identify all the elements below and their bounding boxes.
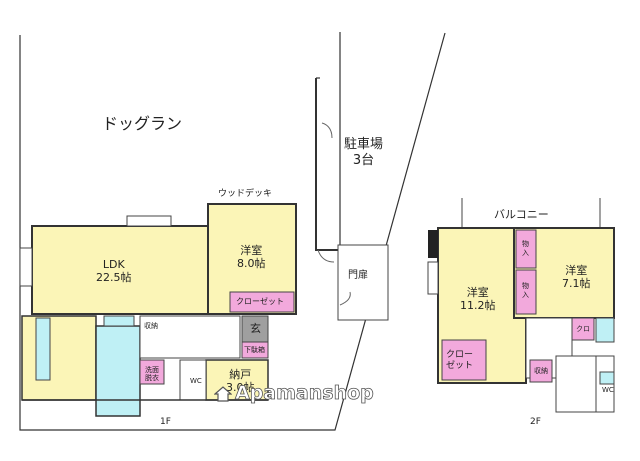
gate-label: 門扉 [348, 270, 368, 281]
wc-2f-label: WC [602, 386, 614, 394]
closet-1f [229, 291, 295, 313]
ldk-size: 22.5帖 [96, 271, 132, 284]
parking-title: 駐車場 [344, 137, 384, 152]
storeroom-size: 3.0帖 [226, 381, 255, 394]
storeroom-name: 納戸 [229, 368, 252, 381]
closet-small-2f-label: クロ [576, 325, 590, 333]
shoe-box-label: 下駄箱 [244, 346, 265, 354]
dog-run-label: ドッグラン [102, 114, 183, 133]
floor-1-label: 1F [160, 417, 171, 427]
western-room-2f-a-name: 洋室 [466, 286, 489, 299]
western-room-2f-b-label: 洋室 7.1帖 [562, 264, 591, 290]
storage-2f-b-label: 物入 [522, 282, 529, 299]
western-room-2f-a-label: 洋室 11.2帖 [460, 286, 496, 312]
storage-2f-a-label: 物入 [522, 240, 529, 257]
shoe-box [241, 341, 269, 359]
apamanshop-watermark: Apamanshop [213, 382, 375, 404]
ldk-label: LDK 22.5帖 [96, 258, 132, 284]
western-room-1f-size: 8.0帖 [237, 257, 266, 270]
closet-small-2f [571, 317, 595, 341]
storage-2f-a [515, 229, 537, 269]
storage-2f-c-label: 収納 [534, 367, 548, 375]
storage-2f-b [515, 269, 537, 315]
washroom-label: 洗面脱衣 [145, 366, 159, 382]
balcony-label: バルコニー [494, 208, 549, 221]
ldk-name: LDK [102, 258, 125, 271]
western-room-1f-label: 洋室 8.0帖 [237, 244, 266, 270]
closet-2f-label: クロー ゼット [446, 350, 474, 371]
western-room-1f-name: 洋室 [240, 244, 263, 257]
stairs-2f [555, 355, 597, 413]
watermark-house-icon [213, 385, 233, 402]
wood-deck-label: ウッドデッキ [218, 189, 273, 199]
western-room-2f-b-name: 洋室 [565, 264, 588, 277]
gate-area [337, 244, 389, 321]
storeroom-label: 納戸 3.0帖 [226, 368, 255, 394]
entrance-label: 玄 [250, 322, 261, 335]
western-room-2f-b-size: 7.1帖 [562, 277, 591, 290]
floor-2-label: 2F [530, 417, 541, 427]
western-room-2f-a-size: 11.2帖 [460, 299, 496, 312]
watermark-text: Apamanshop [235, 382, 375, 404]
closet-1f-label: クローゼット [236, 297, 284, 306]
washroom-1f [139, 359, 165, 385]
wc-label: WC [190, 377, 202, 385]
storage-2f-c [529, 359, 553, 383]
parking-wall [315, 78, 340, 251]
parking-count: 3台 [352, 153, 375, 168]
bathroom [95, 325, 141, 417]
closet-2f [441, 339, 487, 381]
site-boundary [19, 32, 446, 431]
storage-1f-label: 収納 [144, 322, 158, 330]
parking-label: 駐車場 3台 [344, 137, 383, 169]
